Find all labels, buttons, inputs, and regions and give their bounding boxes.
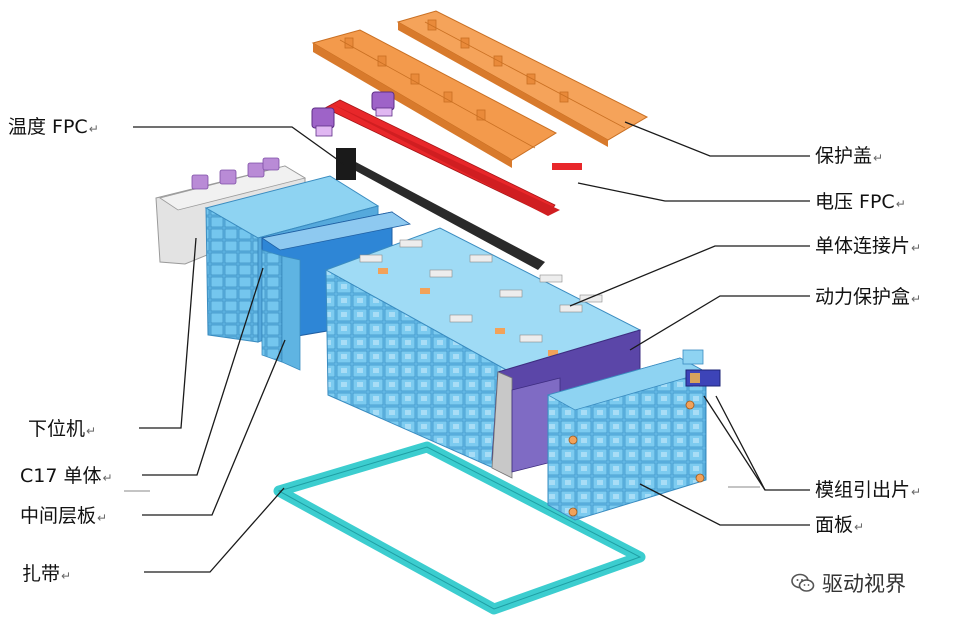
return-mark: ↵	[911, 485, 922, 499]
label-protective-cover: 保护盖↵	[815, 145, 883, 169]
temperature-fpc	[336, 148, 545, 270]
watermark: 驱动视界	[790, 568, 906, 598]
return-mark: ↵	[911, 241, 922, 255]
label-voltage-fpc-text: 电压 FPC	[815, 191, 895, 213]
label-protective-cover-text: 保护盖	[815, 145, 873, 167]
label-module-lead-text: 模组引出片	[815, 479, 911, 501]
label-lower-machine: 下位机↵	[28, 418, 96, 442]
label-panel: 面板↵	[815, 514, 864, 538]
leader-voltage-fpc	[577, 182, 810, 202]
label-middle-plate: 中间层板↵	[20, 505, 107, 529]
protective-cover	[311, 10, 649, 168]
return-mark: ↵	[102, 471, 113, 485]
label-strap: 扎带↵	[22, 563, 71, 587]
module-lead-tab	[682, 349, 721, 387]
voltage-fpc	[311, 91, 582, 216]
return-mark: ↵	[61, 569, 72, 583]
leader-temp-fpc	[133, 126, 346, 166]
label-lower-machine-text: 下位机	[28, 418, 86, 440]
return-mark: ↵	[911, 292, 922, 306]
label-c17-cell: C17 单体↵	[20, 465, 113, 489]
cell-connectors	[359, 239, 603, 343]
leader-strap	[144, 487, 285, 573]
label-strap-text: 扎带	[22, 563, 61, 585]
return-mark: ↵	[873, 151, 884, 165]
return-mark: ↵	[86, 424, 97, 438]
label-power-box: 动力保护盒↵	[815, 286, 921, 310]
label-cell-connector-text: 单体连接片	[815, 235, 911, 257]
label-temp-fpc: 温度 FPC↵	[8, 116, 99, 140]
return-mark: ↵	[854, 520, 865, 534]
leader-lines	[124, 121, 810, 573]
strap	[273, 441, 646, 615]
return-mark: ↵	[895, 197, 906, 211]
leader-protective-cover	[624, 121, 810, 157]
leader-panel	[639, 483, 810, 526]
label-c17-cell-text: C17 单体	[20, 465, 102, 487]
leader-module-lead-2	[703, 395, 766, 491]
label-temp-fpc-text: 温度 FPC	[8, 116, 88, 138]
leader-power-box	[629, 295, 810, 351]
label-middle-plate-text: 中间层板	[20, 505, 97, 527]
leader-c17-cell	[142, 267, 264, 476]
return-mark: ↵	[88, 122, 99, 136]
leader-module-lead	[715, 395, 810, 491]
wechat-icon	[791, 573, 815, 592]
label-cell-connector: 单体连接片↵	[815, 235, 921, 259]
watermark-text: 驱动视界	[822, 572, 906, 596]
leader-cell-connector	[569, 245, 810, 307]
label-panel-text: 面板	[815, 514, 854, 536]
leader-lower-machine	[139, 237, 197, 429]
return-mark: ↵	[97, 511, 108, 525]
label-module-lead: 模组引出片↵	[815, 479, 921, 503]
leader-middle-plate	[142, 339, 286, 516]
label-power-box-text: 动力保护盒	[815, 286, 911, 308]
label-voltage-fpc: 电压 FPC↵	[815, 191, 906, 215]
panel	[546, 357, 708, 521]
